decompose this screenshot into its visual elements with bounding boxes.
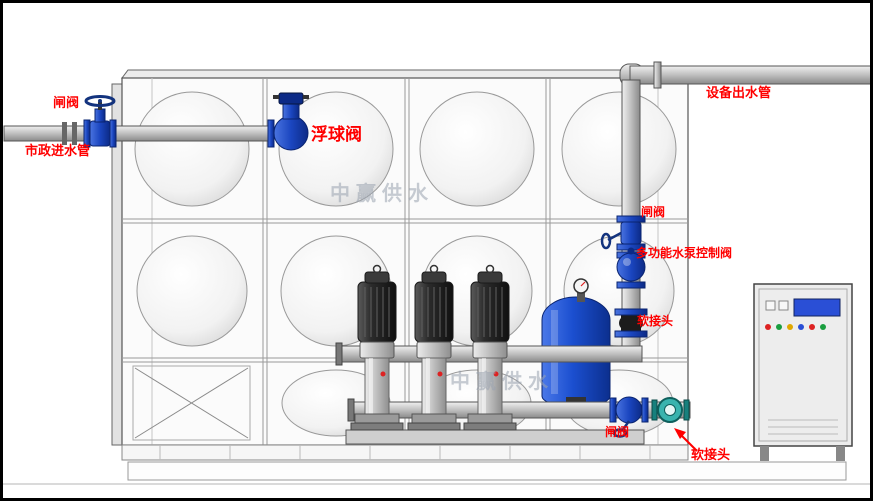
floor-slab xyxy=(127,461,847,481)
gate-valve-mid xyxy=(600,215,646,251)
control-cabinet xyxy=(753,283,853,461)
pressure-tank-bottom-flange xyxy=(566,397,586,404)
control-valve-pilot xyxy=(627,247,635,255)
equipment-outlet-pipe xyxy=(629,65,873,85)
cabinet-leg-left xyxy=(760,446,769,461)
cabinet-switch-1 xyxy=(765,300,776,311)
gauge-needle xyxy=(580,281,586,287)
gate-valve-bottom-body xyxy=(615,396,643,424)
pump-1 xyxy=(350,264,404,431)
pump-2 xyxy=(407,264,461,431)
label-float-valve: 浮球阀 xyxy=(311,125,362,144)
pump-2-lifting-eye xyxy=(429,264,439,274)
inlet-piping xyxy=(3,92,309,151)
cabinet-leg-right xyxy=(836,446,845,461)
tank-dished-panels-row1 xyxy=(134,91,677,207)
cabinet-indicator-lights xyxy=(765,324,826,330)
float-valve-body xyxy=(273,115,309,151)
outlet-pipe-flange xyxy=(653,61,662,89)
gauge-stem xyxy=(577,290,585,302)
gate-valve-mid-handwheel xyxy=(600,232,612,250)
pump-control-valve xyxy=(616,247,646,289)
watermark-text-lower: 中赢供水 xyxy=(450,369,554,393)
pump-3-lifting-eye xyxy=(485,264,495,274)
float-valve-cap xyxy=(278,92,304,105)
label-gate-valve-bottom: 闸阀 xyxy=(605,425,630,439)
label-outlet-pipe: 设备出水管 xyxy=(706,85,772,100)
gate-valve-bottom-handwheel xyxy=(612,428,628,438)
gate-valve-top-handwheel xyxy=(84,95,116,107)
pump-3-head xyxy=(472,341,508,359)
soft-joint-arrow xyxy=(674,428,698,452)
cabinet-vents xyxy=(768,419,838,435)
cabinet-display xyxy=(793,298,841,317)
label-control-valve: 多功能水泵控制阀 xyxy=(636,246,733,260)
base-and-floor xyxy=(3,444,870,485)
pump-3 xyxy=(463,264,517,431)
watermark-text-upper: 中赢供水 xyxy=(330,181,434,205)
tank-base-frame xyxy=(121,444,689,461)
label-soft-joint-mid: 软接头 xyxy=(637,314,674,328)
soft-joint-mid xyxy=(614,308,648,338)
pump-1-head xyxy=(359,341,395,359)
pump-skid-base xyxy=(345,429,645,445)
gate-valve-bottom xyxy=(609,396,649,438)
gate-valve-top-body xyxy=(89,120,111,147)
pump-2-head xyxy=(416,341,452,359)
soft-joint-bottom xyxy=(651,397,690,423)
discharge-manifold-end-flange xyxy=(335,342,343,366)
label-gate-valve-top: 闸阀 xyxy=(53,95,80,110)
municipal-inlet-pipe xyxy=(3,125,273,142)
tank-top-edge xyxy=(121,69,695,79)
label-gate-valve-mid: 闸阀 xyxy=(641,205,666,219)
label-municipal-inlet: 市政进水管 xyxy=(25,143,91,158)
float-valve xyxy=(267,92,309,151)
pump-2-column xyxy=(421,357,447,415)
suction-manifold-end-flange xyxy=(347,398,355,422)
pump-1-lifting-eye xyxy=(372,264,382,274)
inlet-flange-2 xyxy=(72,122,77,145)
label-soft-joint-bottom: 软接头 xyxy=(691,447,731,462)
cabinet-switch-2 xyxy=(778,300,789,311)
pump-1-column xyxy=(364,357,390,415)
cabinet-door xyxy=(758,288,848,442)
gate-valve-mid-body xyxy=(620,221,642,245)
soft-joint-mid-rubber xyxy=(619,314,643,332)
inlet-flange-1 xyxy=(62,122,67,145)
riser-pipe xyxy=(621,79,641,349)
gate-valve-top xyxy=(83,95,117,148)
